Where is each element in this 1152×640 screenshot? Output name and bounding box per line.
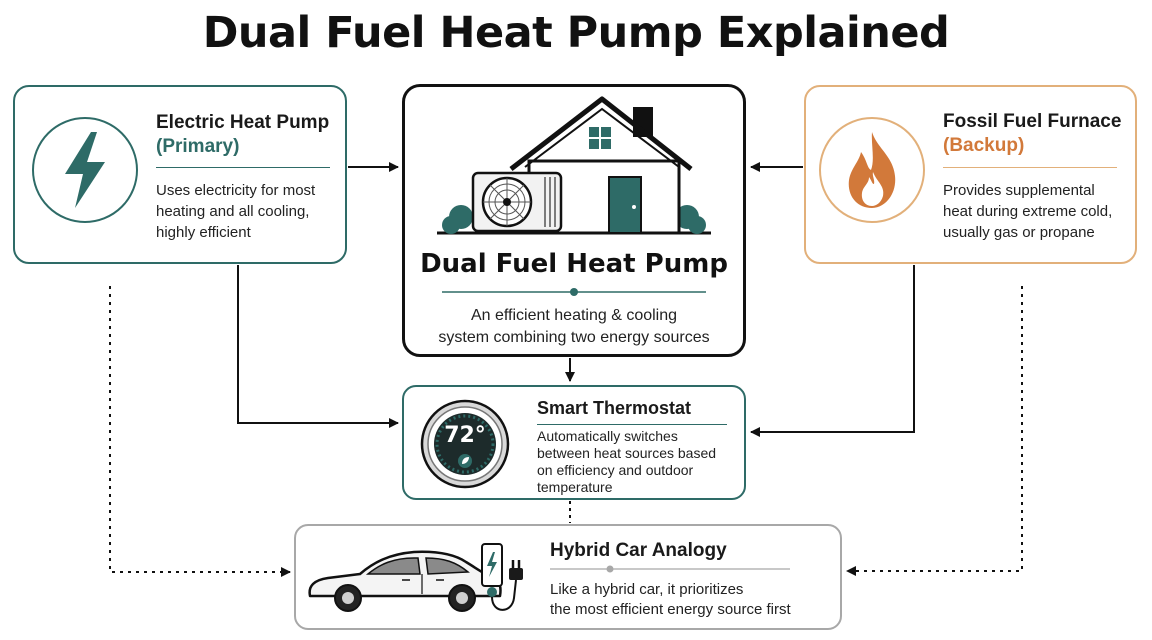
thermostat-reading: 72° [444,423,486,448]
flame-icon [819,117,925,223]
hybrid-card-title: Hybrid Car Analogy [550,540,727,561]
dotted-arrow-fossil-to-hybrid [846,286,1023,576]
thermostat-card-title: Smart Thermostat [537,398,692,418]
electric-card-title: Electric Heat Pump [156,112,330,133]
electric-card-subtitle: (Primary) [156,136,240,157]
center-card-title: Dual Fuel Heat Pump [420,249,728,279]
thermostat-icon: 72° [419,399,511,489]
fossil-card-description: Provides supplemental heat during extrem… [943,182,1113,241]
page-title: Dual Fuel Heat Pump Explained [202,8,950,58]
house-with-heat-pump-icon [437,96,711,235]
hybrid-card-divider [550,565,790,573]
dual-fuel-heat-pump-card: Dual Fuel Heat Pump An efficient heating… [402,84,746,357]
fossil-fuel-furnace-card: Fossil Fuel Furnace (Backup) Provides su… [804,85,1137,264]
arrow-electric-to-thermostat [237,265,399,428]
center-card-description: An efficient heating & cooling system co… [438,307,710,346]
center-card-divider [442,288,706,296]
dotted-arrow-electric-to-hybrid [109,286,291,577]
fossil-card-title: Fossil Fuel Furnace [943,111,1122,132]
electric-card-divider [156,167,330,168]
fossil-card-divider [943,167,1117,168]
hybrid-car-analogy-card: Hybrid Car Analogy Like a hybrid car, it… [294,524,842,630]
hybrid-card-description: Like a hybrid car, it prioritizes the mo… [550,581,791,618]
arrow-fossil-to-thermostat [750,265,915,437]
lightning-bolt-icon [32,117,138,223]
smart-thermostat-card: 72° Smart Thermostat Automatically switc… [402,385,746,500]
electric-card-description: Uses electricity for most heating and al… [156,182,316,241]
thermostat-card-divider [537,424,727,425]
hybrid-car-icon [308,543,523,612]
thermostat-card-description: Automatically switches between heat sour… [537,428,717,495]
electric-heat-pump-card: Electric Heat Pump (Primary) Uses electr… [13,85,347,264]
fossil-card-subtitle: (Backup) [943,135,1025,156]
